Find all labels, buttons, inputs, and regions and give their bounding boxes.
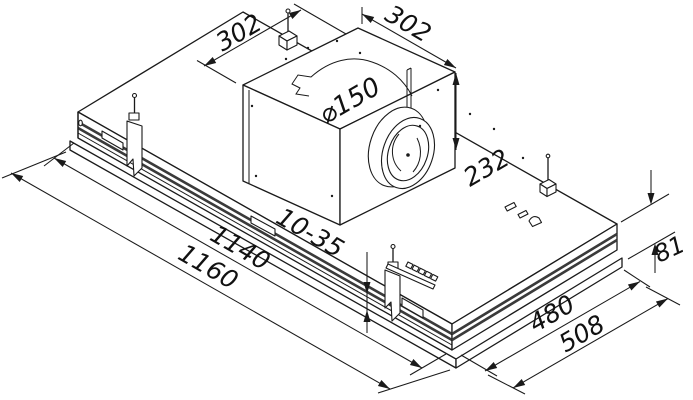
mounting-bracket-top [278,8,298,51]
band-slot-right [401,297,424,319]
dim-label-body-height: 81 [650,230,690,268]
band-slot-middle [250,215,276,237]
duct-spigot [367,106,436,190]
terminal-block-cluster [385,261,439,290]
left-end-hole [78,119,83,127]
duct-flange-plate [406,67,412,112]
mounting-bracket-rear [539,153,557,198]
mounting-bracket-left [126,92,143,177]
band-cutouts [101,130,424,319]
cable-clips [504,201,543,228]
blower-scroll-outline [291,58,413,97]
screw-dots [250,39,525,198]
dimension-body-height: 81 [620,170,690,273]
glass-panel-right-edge [455,257,623,369]
display-window [101,130,124,151]
motor-box [242,27,525,226]
body-right-end [451,223,618,351]
